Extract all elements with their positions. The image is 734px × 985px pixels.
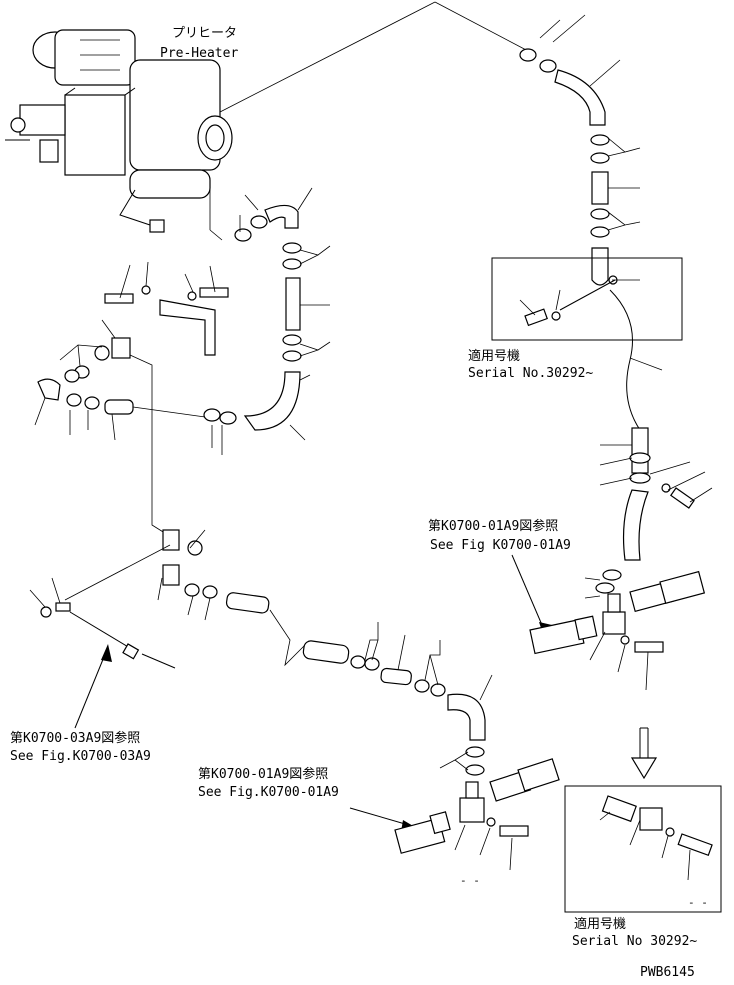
title-en: Pre-Heater	[160, 46, 238, 61]
svg-text:- -: - -	[460, 874, 480, 887]
bracket-cluster	[37, 285, 229, 415]
pre-heater-assembly	[5, 29, 233, 233]
svg-text:- -: - -	[688, 896, 708, 909]
serial-bottom-jp: 適用号機	[574, 916, 626, 932]
serial-box-bottom	[564, 785, 722, 913]
lower-left-fittings	[162, 529, 270, 614]
cable-assembly	[40, 544, 176, 669]
ref-03a9-en: See Fig.K0700-03A9	[10, 749, 151, 764]
down-arrow	[630, 727, 658, 780]
serial-bottom-en: Serial No 30292~	[572, 934, 697, 949]
ref-a9-right-jp: 第K0700-01A9図参照	[428, 518, 558, 534]
upper-right-pipe-run	[519, 48, 695, 561]
right-tee-assembly	[529, 569, 706, 655]
ref-a9-bottom-en: See Fig.K0700-01A9	[198, 785, 339, 800]
serial-top-en: Serial No.30292~	[468, 366, 593, 381]
bottom-tee-assembly	[394, 758, 560, 854]
lower-hose-run	[269, 609, 486, 776]
middle-hose-run	[203, 178, 302, 431]
ref-03a9-jp: 第K0700-03A9図参照	[10, 730, 140, 746]
serial-top-jp: 適用号機	[468, 348, 520, 364]
drawing-code: PWB6145	[640, 965, 695, 980]
title-jp: プリヒータ	[172, 26, 237, 41]
ref-a9-bottom-jp: 第K0700-01A9図参照	[198, 766, 328, 782]
serial-box-top	[491, 257, 683, 341]
ref-a9-right-en: See Fig K0700-01A9	[430, 538, 571, 553]
